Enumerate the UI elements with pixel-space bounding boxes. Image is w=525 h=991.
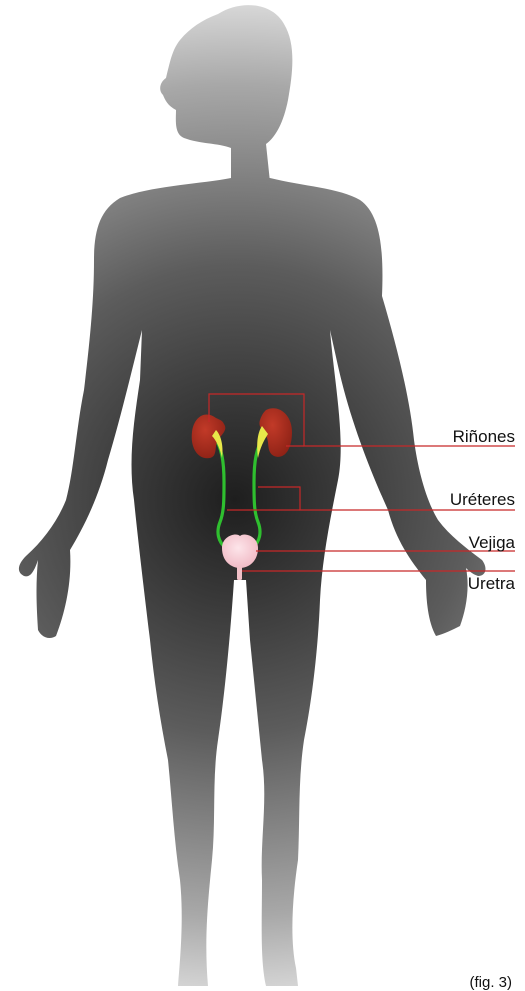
ureters-label: Uréteres — [450, 490, 515, 509]
bladder-label: Vejiga — [469, 533, 516, 552]
kidneys-label: Riñones — [453, 427, 515, 446]
head — [160, 5, 292, 182]
body — [19, 178, 486, 986]
urethra — [237, 566, 242, 580]
human-silhouette — [19, 5, 486, 986]
figure-caption: (fig. 3) — [469, 974, 512, 991]
urethra-label: Uretra — [468, 574, 516, 593]
